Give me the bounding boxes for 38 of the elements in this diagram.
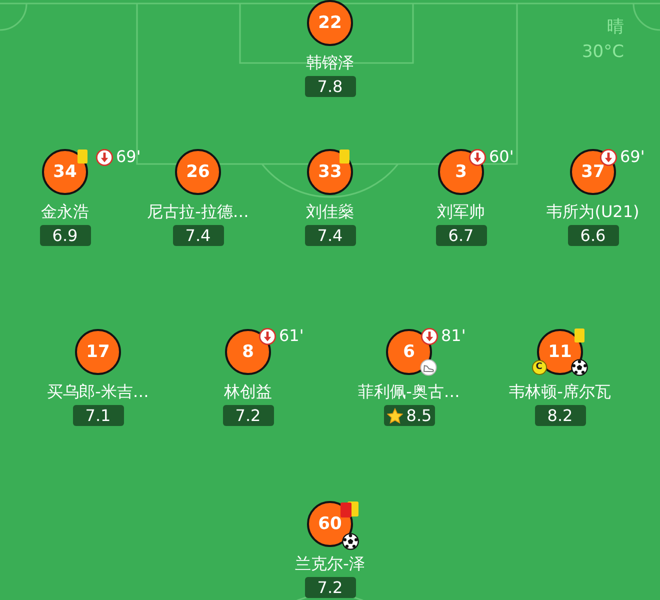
rating-badge: 7.1 xyxy=(72,405,124,426)
number-circle: 17 xyxy=(75,329,121,375)
player-name: 林创益 xyxy=(224,382,272,402)
rating-badge: 7.8 xyxy=(304,76,356,97)
minute-text: 69' xyxy=(620,148,645,166)
rating-badge: 8.2 xyxy=(534,405,586,426)
player-name: 韦林顿-席尔瓦 xyxy=(509,382,611,402)
minute-text: 61' xyxy=(279,327,304,345)
minute-text: 60' xyxy=(489,148,514,166)
rating-badge: 7.4 xyxy=(172,225,224,246)
minute-text: 69' xyxy=(116,148,141,166)
rating-badge: 8.5 xyxy=(384,405,434,426)
number-circle: 33 xyxy=(307,149,353,195)
number-circle: 3 xyxy=(438,149,484,195)
minute-text: 81' xyxy=(441,327,466,345)
temperature-text: 30°C xyxy=(582,42,624,62)
player-name: 刘军帅 xyxy=(437,202,485,222)
rating-badge: 6.7 xyxy=(436,225,486,246)
player-name: 金永浩 xyxy=(41,202,89,222)
number-circle: 22 xyxy=(307,0,353,46)
player-name: 尼古拉-拉德… xyxy=(147,202,249,222)
captain-badge: C xyxy=(532,360,546,374)
number-circle: 8 xyxy=(225,329,271,375)
rating-badge: 7.2 xyxy=(222,405,274,426)
number-circle: 34 xyxy=(42,149,88,195)
rating-badge: 6.6 xyxy=(568,225,618,246)
number-circle: 37 xyxy=(570,149,616,195)
rating-badge: 7.2 xyxy=(304,577,356,598)
player-name: 韦所为(U21) xyxy=(546,202,640,222)
player-name: 菲利佩-奥古… xyxy=(358,382,460,402)
weather-text: 晴 xyxy=(607,17,624,37)
number-circle: 26 xyxy=(175,149,221,195)
player-name: 刘佳燊 xyxy=(306,202,354,222)
player-name: 买乌郎-米吉… xyxy=(47,382,149,402)
player-name: 韩镕泽 xyxy=(306,53,354,73)
rating-badge: 7.4 xyxy=(304,225,356,246)
player-name: 兰克尔-泽 xyxy=(295,554,365,574)
rating-badge: 6.9 xyxy=(40,225,90,246)
